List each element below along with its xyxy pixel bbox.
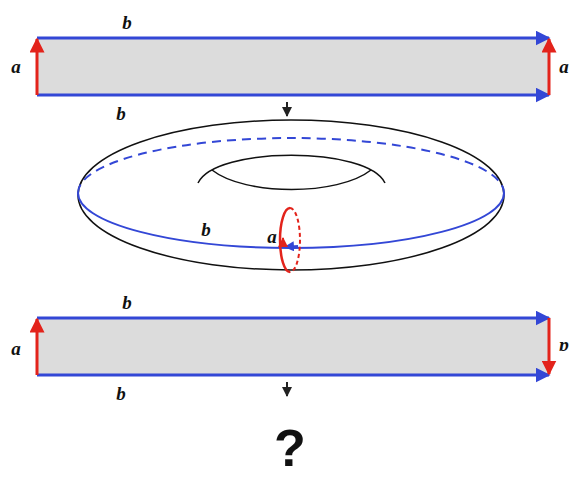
down-arrow [286,382,288,396]
down-arrow [286,102,288,116]
arrow-a [282,238,284,244]
edge-label: b [116,384,126,403]
loop-a-back [290,208,300,272]
edge-label: a [11,57,21,76]
edge-label: a [11,339,21,358]
edge-a [548,318,551,374]
edge-a [548,39,551,95]
edge-label: b [122,13,132,32]
edge-label: a [559,57,569,76]
edge-a [36,39,39,95]
edge-b [37,94,549,97]
loop-b [78,193,504,248]
edge-a [36,319,39,375]
loop-b-back [78,138,504,193]
strip [37,38,549,95]
edge-b [37,37,549,40]
torus-hole [212,170,371,190]
edge-label: b [116,104,126,123]
edge-label: b [201,220,211,239]
edge-label: b [122,293,132,312]
arrow-b [285,246,298,247]
loop-a [280,208,290,272]
strip [37,318,549,375]
torus-outline [78,120,504,270]
edge-label: a [267,227,277,246]
edge-b [37,374,549,377]
edge-b [37,317,549,320]
edge-label: a [559,339,569,358]
question-mark: ? [274,422,306,474]
